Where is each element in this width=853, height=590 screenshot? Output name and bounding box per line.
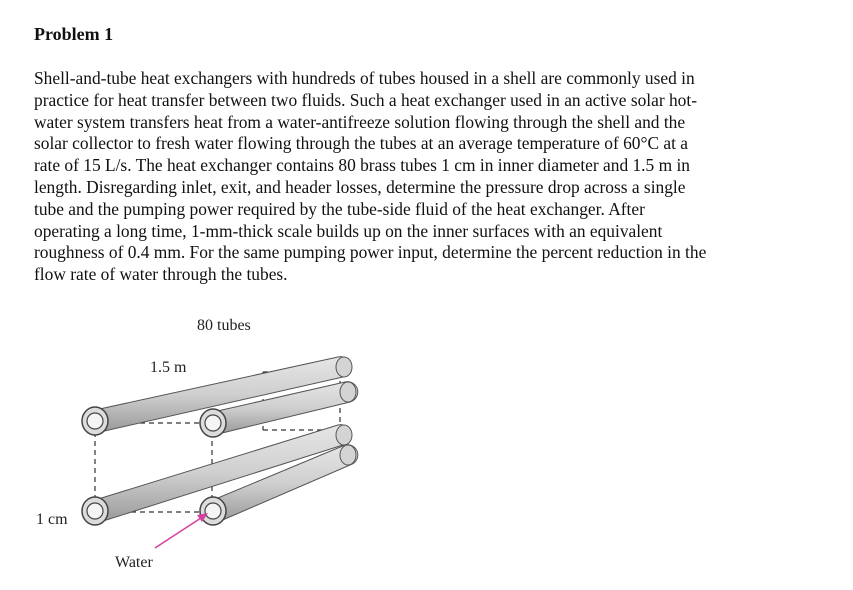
heat-exchanger-tubes-figure: 80 tubes 1.5 m 1 cm Water: [36, 317, 359, 571]
water-label: Water: [115, 554, 153, 571]
problem-statement: Shell-and-tube heat exchangers with hund…: [34, 68, 824, 286]
tube-count-label: 80 tubes: [197, 317, 251, 334]
tube-length-label: 1.5 m: [150, 359, 187, 376]
problem-text-line: solar collector to fresh water flowing t…: [34, 133, 689, 154]
problem-text-line: rate of 15 L/s. The heat exchanger conta…: [34, 155, 690, 176]
water-inflow-arrow: [154, 513, 208, 549]
tube-front-bottom: [212, 444, 359, 523]
tube-front-top: [212, 381, 359, 435]
problem-text-line: length. Disregarding inlet, exit, and he…: [34, 176, 686, 197]
tube-diameter-label: 1 cm: [36, 511, 68, 528]
problem-text-line: flow rate of water through the tubes.: [34, 264, 288, 285]
tube-end-front-top: [199, 408, 227, 438]
problem-text-line: Shell-and-tube heat exchangers with hund…: [34, 68, 695, 88]
problem-text-line: roughness of 0.4 mm. For the same pumpin…: [34, 242, 707, 263]
tube-back-bottom: [94, 424, 353, 523]
tube-end-back-top: [81, 406, 109, 436]
problem-text-line: water system transfers heat from a water…: [34, 111, 686, 132]
problem-heading: Problem 1: [34, 24, 114, 44]
tube-end-back-bottom: [81, 496, 109, 526]
problem-text-line: tube and the pumping power required by t…: [34, 198, 645, 219]
tube-back-top: [94, 356, 353, 433]
problem-text-line: practice for heat transfer between two f…: [34, 89, 697, 110]
problem-text-line: operating a long time, 1-mm-thick scale …: [34, 220, 663, 241]
tube-end-front-bottom: [199, 496, 227, 526]
